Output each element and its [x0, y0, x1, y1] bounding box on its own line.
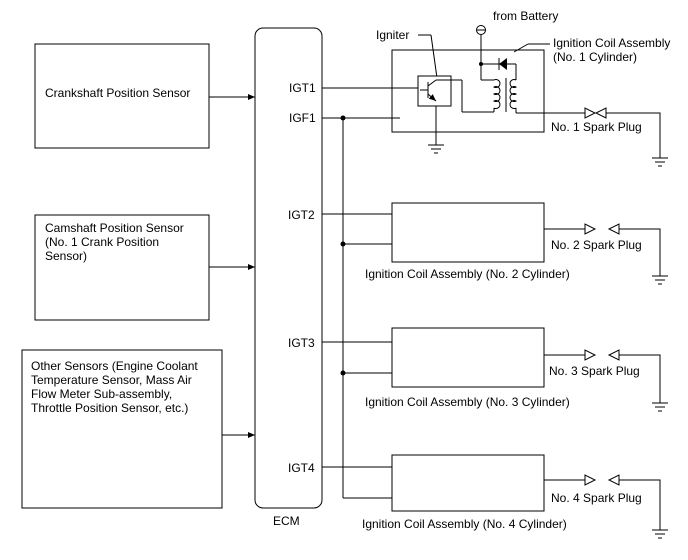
battery-label: from Battery	[493, 9, 558, 23]
ecm-igt4-label: IGT4	[288, 461, 315, 475]
spark-plug-2-label: No. 2 Spark Plug	[551, 238, 642, 252]
spark-plug-3-label: No. 3 Spark Plug	[549, 364, 640, 378]
coil-assembly-2-label: Ignition Coil Assembly (No. 2 Cylinder)	[365, 267, 570, 281]
spark-plug-1-label: No. 1 Spark Plug	[551, 120, 642, 134]
coil-assembly-4-label: Ignition Coil Assembly (No. 4 Cylinder)	[362, 517, 567, 531]
spark-plug-2-icon	[584, 223, 661, 276]
crankshaft-sensor-label: Crankshaft Position Sensor	[45, 86, 190, 100]
camshaft-sensor-box	[34, 214, 210, 321]
igf-junction-1	[340, 115, 346, 121]
spark-plug-1-ground-icon	[652, 157, 668, 167]
ecm-box	[254, 27, 323, 509]
coil-assembly-4-box	[391, 454, 545, 512]
coil-assembly-2-box	[391, 202, 545, 263]
coil-assembly-1-box	[391, 49, 545, 133]
crankshaft-sensor-box	[34, 43, 210, 149]
spark-plug-3-icon	[584, 349, 661, 403]
other-sensors-box	[21, 349, 223, 509]
spark-plug-4-ground-icon	[652, 529, 668, 539]
transistor-emitter	[427, 93, 437, 102]
spark-plug-2-ground-icon	[652, 275, 668, 285]
secondary-winding	[509, 79, 518, 109]
camshaft-sensor-label: Camshaft Position Sensor (No. 1 Crank Po…	[45, 221, 187, 263]
primary-winding	[492, 79, 501, 109]
igniter-leader-line-diag	[430, 34, 438, 79]
spark-plug-4-icon	[584, 474, 661, 530]
coil-assembly-1-leader-diag	[513, 43, 529, 53]
ecm-igt1-label: IGT1	[289, 81, 316, 95]
coil-assembly-3-label: Ignition Coil Assembly (No. 3 Cylinder)	[365, 395, 570, 409]
diode-icon	[499, 58, 507, 70]
other-sensors-label: Other Sensors (Engine Coolant Temperatur…	[31, 359, 201, 415]
ecm-igf1-label: IGF1	[289, 111, 316, 125]
transistor-collector	[427, 79, 437, 87]
coil-assembly-3-box	[391, 327, 545, 388]
coil-assembly-1-label: Ignition Coil Assembly (No. 1 Cylinder)	[553, 36, 674, 64]
spark-plug-4-label: No. 4 Spark Plug	[551, 491, 642, 505]
ecm-igt3-label: IGT3	[288, 336, 315, 350]
igniter-label: Igniter	[376, 28, 409, 42]
spark-plug-3-ground-icon	[652, 402, 668, 412]
ecm-igt2-label: IGT2	[288, 208, 315, 222]
spark-plug-1-icon	[584, 107, 661, 158]
ecm-label: ECM	[273, 514, 300, 528]
